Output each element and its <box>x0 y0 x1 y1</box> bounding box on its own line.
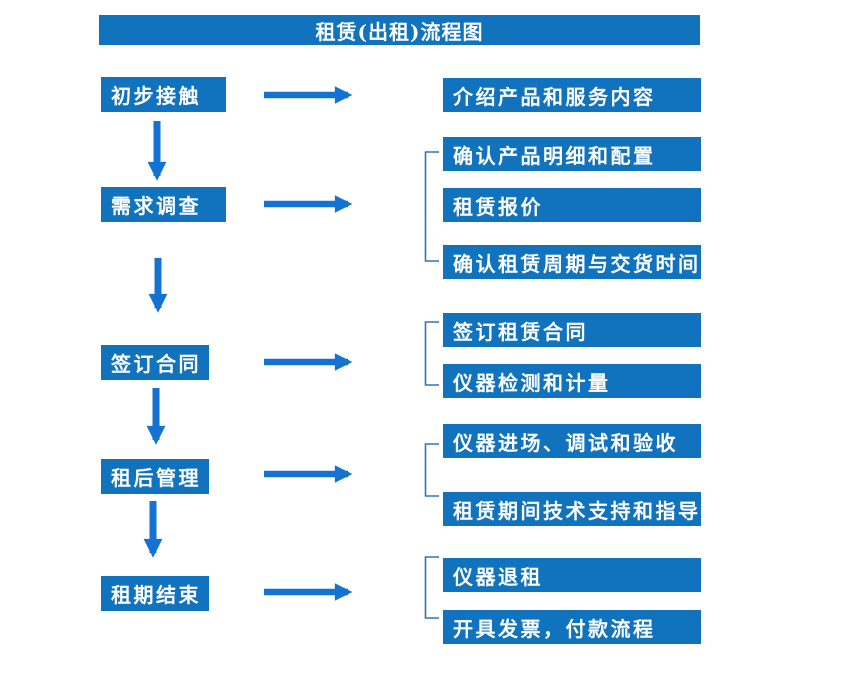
bracket-rental-end-group <box>424 556 439 619</box>
output-box-invoice-payment: 开具发票，付款流程 <box>443 610 701 644</box>
flowchart-title: 租赁(出租)流程图 <box>99 15 700 45</box>
output-box-instrument-testing: 仪器检测和计量 <box>443 364 701 398</box>
bracket-demand-survey-group <box>424 151 439 262</box>
bracket-post-rental-group <box>424 443 439 497</box>
step-box-sign-contract: 签订合同 <box>101 345 209 380</box>
output-box-introduce-products: 介绍产品和服务内容 <box>443 78 701 112</box>
step-box-initial-contact: 初步接触 <box>101 77 226 112</box>
output-box-instrument-return: 仪器退租 <box>443 558 701 592</box>
output-box-confirm-product-details: 确认产品明细和配置 <box>443 137 701 171</box>
output-box-confirm-rental-period: 确认租赁周期与交货时间 <box>443 245 701 279</box>
step-box-rental-end: 租期结束 <box>101 576 209 611</box>
output-box-sign-rental-contract: 签订租赁合同 <box>443 313 701 347</box>
bracket-sign-contract-group <box>424 321 439 386</box>
output-box-rental-quote: 租赁报价 <box>443 188 701 222</box>
output-box-tech-support: 租赁期间技术支持和指导 <box>443 492 701 526</box>
output-box-instrument-setup-acceptance: 仪器进场、调试和验收 <box>443 424 701 458</box>
step-box-demand-survey: 需求调查 <box>101 187 226 222</box>
step-box-post-rental-management: 租后管理 <box>101 459 209 494</box>
